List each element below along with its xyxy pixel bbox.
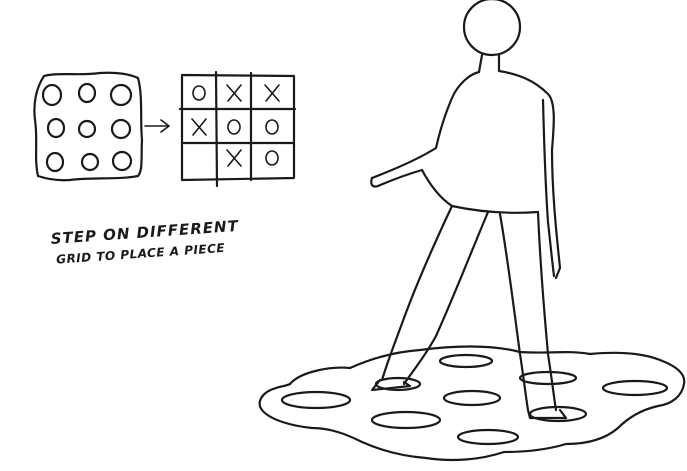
board-o-mark xyxy=(266,120,278,134)
board-o-mark xyxy=(193,86,205,100)
person-head xyxy=(464,0,520,55)
pad-circle xyxy=(113,152,131,170)
pad-circle xyxy=(112,120,130,138)
pressure-pad-mat xyxy=(34,73,142,180)
floor-pad xyxy=(458,430,518,444)
pad-circle xyxy=(79,84,95,102)
arrow-icon xyxy=(145,120,169,132)
person-front-leg xyxy=(500,212,556,410)
person-back-leg xyxy=(382,206,488,384)
floor-pad xyxy=(603,381,667,395)
floor-pad xyxy=(372,412,440,428)
board-x-mark xyxy=(227,85,241,101)
board-x-mark xyxy=(265,85,279,101)
floor-mat xyxy=(260,347,685,461)
person-neck xyxy=(479,55,499,72)
board-line xyxy=(216,72,217,186)
pad-circle xyxy=(111,85,131,105)
pad-circle xyxy=(48,119,64,137)
floor-pad xyxy=(444,391,500,405)
pad-circles xyxy=(43,84,131,171)
pad-circle xyxy=(43,85,61,105)
board-o-mark xyxy=(228,120,240,134)
person-hip xyxy=(422,170,538,213)
pad-circle xyxy=(82,154,98,170)
board-o-mark xyxy=(266,151,278,165)
floor-pad xyxy=(520,372,576,384)
person-hand xyxy=(371,170,422,187)
board-x-mark xyxy=(192,119,206,135)
pad-circle xyxy=(47,153,63,171)
person-body xyxy=(372,72,479,178)
floor-pad xyxy=(440,355,492,367)
floor-pad xyxy=(282,392,350,408)
board-marks xyxy=(192,85,279,166)
pad-mat-outline xyxy=(34,73,142,180)
pad-circle xyxy=(79,121,95,137)
board-x-mark xyxy=(227,150,241,166)
